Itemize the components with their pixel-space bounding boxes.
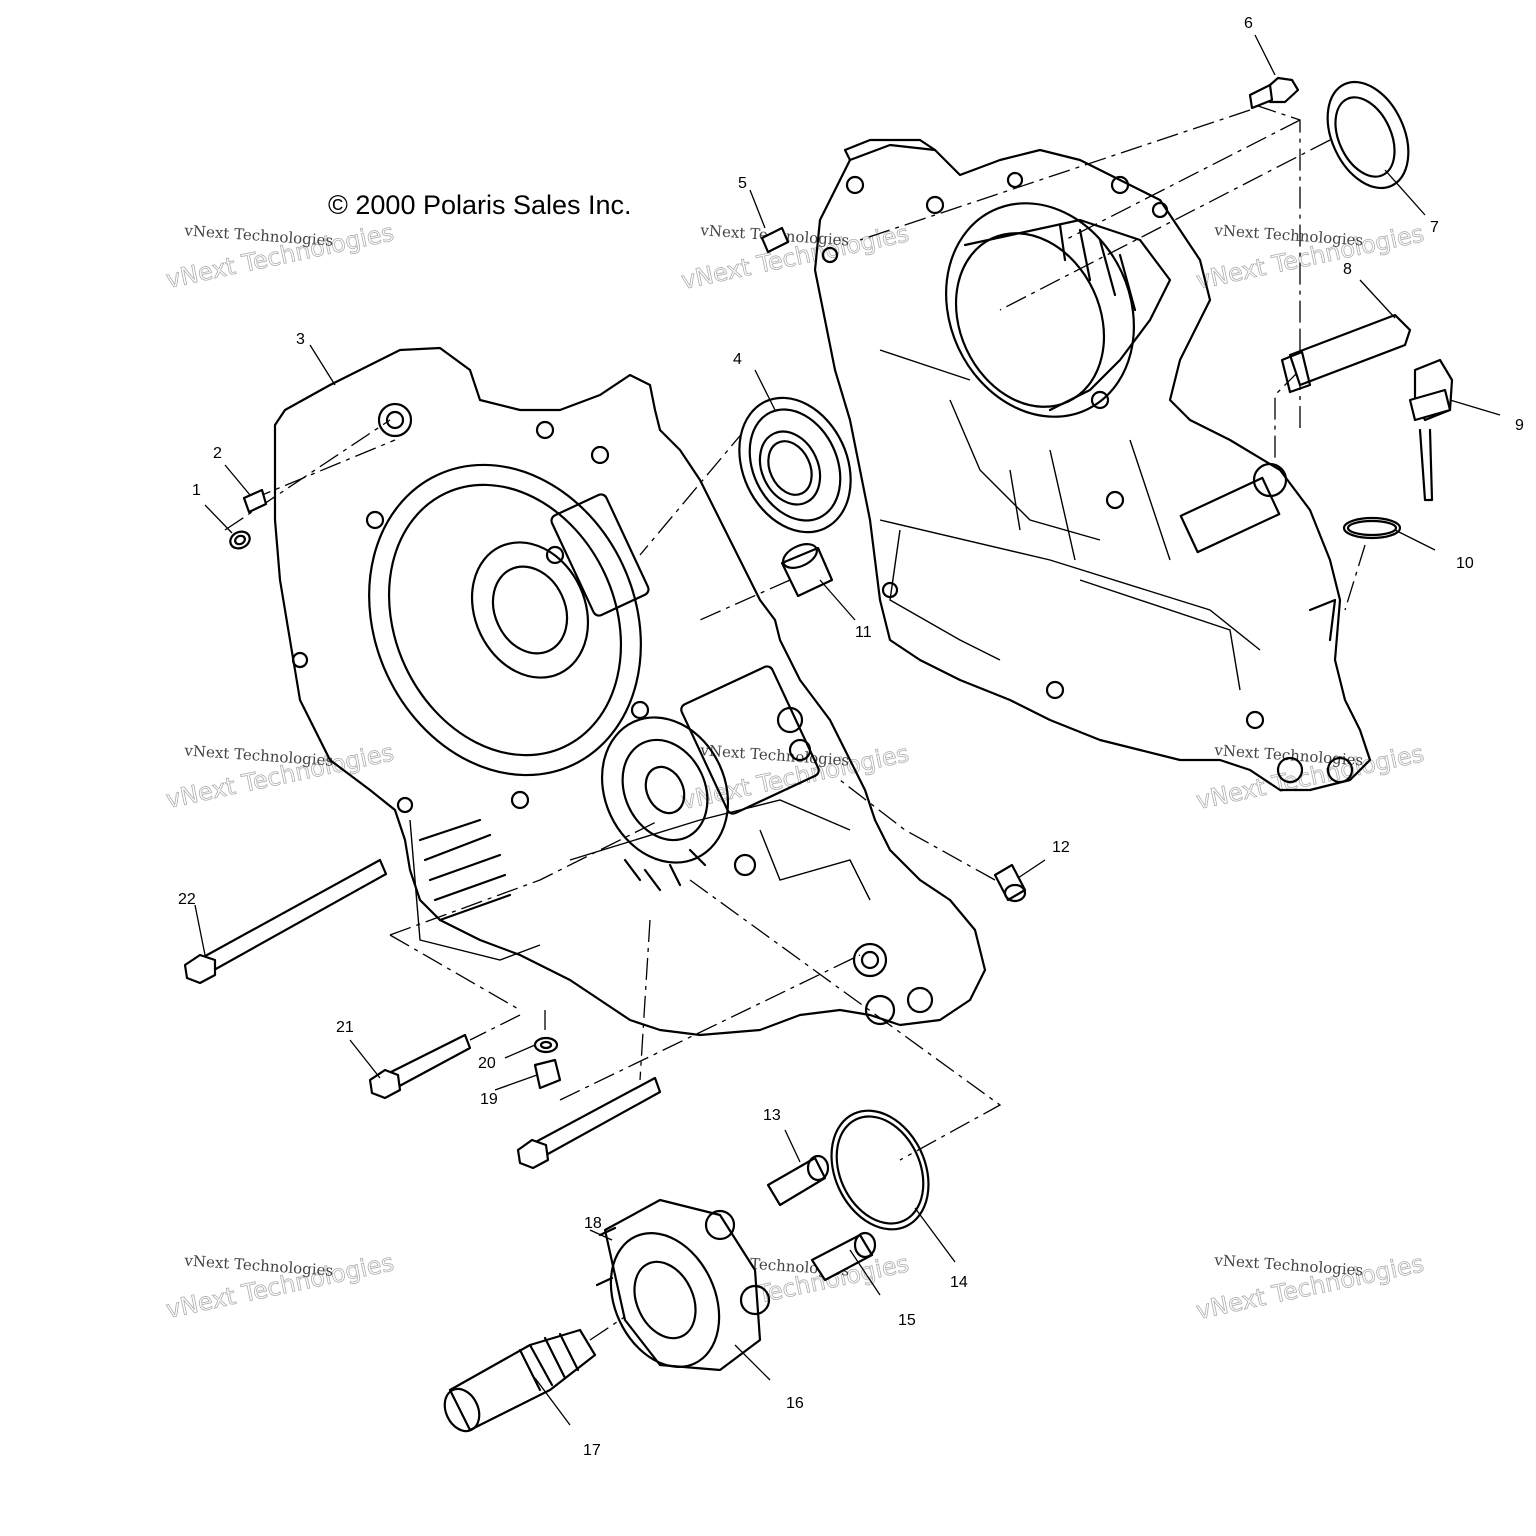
callout-8: 8 [1343,261,1352,278]
watermark-bottom-right: vNext Technologies vNext Technologies [1193,1249,1426,1325]
part-17-threaded-adapter [443,1328,597,1433]
svg-text:vNext Technologies: vNext Technologies [699,741,850,769]
part-8-fitting [1280,313,1412,394]
callout-5: 5 [738,175,747,192]
callout-6: 6 [1244,15,1253,32]
callout-18: 18 [584,1215,602,1232]
svg-text:vNext Technologies: vNext Technologies [1213,221,1364,249]
callout-14: 14 [950,1274,968,1291]
callout-11: 11 [855,624,872,641]
callout-2: 2 [213,445,222,462]
callout-19: 19 [480,1091,498,1108]
part-7-oil-seal [1326,80,1410,190]
part-12-plug [993,863,1027,903]
right-crankcase [813,138,1372,792]
part-9-dipstick [1408,358,1454,502]
assembly-lines [224,104,1366,1341]
callout-22: 22 [178,891,196,908]
watermark-top-left: vNext Technologies vNext Technologies [163,218,396,294]
watermark-top-center: vNext Technologies vNext Technologies [678,219,911,295]
copyright-text: © 2000 Polaris Sales Inc. [328,190,632,220]
callout-3: 3 [296,331,305,348]
leader-lines [194,34,1501,1426]
part-1-dowel-bushing [229,530,251,550]
part-through-bolt [516,1076,662,1170]
left-crankcase [273,346,987,1037]
callout-4: 4 [733,351,742,368]
callout-1: 1 [192,482,201,499]
svg-text:vNext Technologies: vNext Technologies [1213,1251,1364,1279]
part-15-stud [810,1231,877,1282]
callout-9: 9 [1515,417,1524,434]
part-2-dowel-pin [242,488,268,514]
callout-20: 20 [478,1055,496,1072]
watermark-mid-left: vNext Technologies vNext Technologies [163,738,396,814]
part-20-washer [533,1036,559,1054]
callout-10: 10 [1456,555,1474,572]
callout-15: 15 [898,1312,916,1329]
part-10-o-ring [1342,516,1402,540]
watermark-mid-right: vNext Technologies vNext Technologies [1193,739,1426,815]
callout-17: 17 [583,1442,601,1459]
part-19-drain-plug [533,1058,562,1090]
callout-13: 13 [763,1107,781,1124]
callout-21: 21 [336,1019,354,1036]
part-14-o-ring [830,1109,930,1231]
callout-16: 16 [786,1395,804,1412]
part-5-dowel [760,226,790,254]
part-13-stud [766,1154,830,1207]
callout-7: 7 [1430,219,1439,236]
part-16-filter-housing [595,1198,771,1372]
part-22-long-bolt [183,858,388,985]
part-6-bolt [1248,76,1300,110]
watermark-bottom-left: vNext Technologies vNext Technologies [163,1248,396,1324]
watermark-mid-center: vNext Technologies vNext Technologies [678,739,911,815]
part-11-sleeve [780,543,834,598]
callout-numbers: 1 2 3 4 5 6 7 8 9 10 11 12 13 14 15 16 1… [178,15,1524,1459]
part-4-bearing [738,396,852,534]
callout-12: 12 [1052,839,1070,856]
part-21-bolt [368,1033,472,1100]
watermark-top-right: vNext Technologies vNext Technologies [1193,219,1426,295]
